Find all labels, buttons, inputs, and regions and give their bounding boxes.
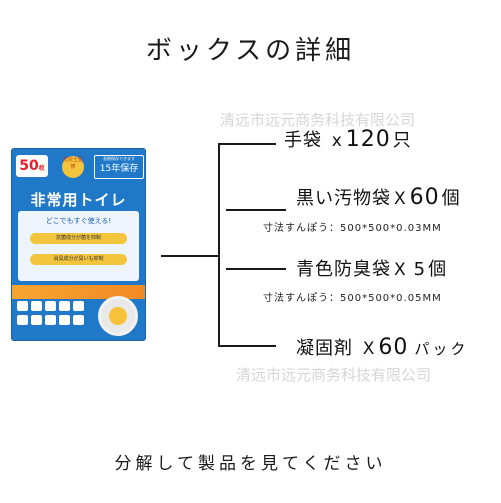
item-times: X — [394, 189, 407, 209]
connector-branch-3 — [226, 268, 286, 270]
office-icon — [73, 301, 84, 311]
spec-blue-bag: 寸法すんぽう：500*500*0.05MM — [263, 293, 442, 304]
hospital-icon — [59, 301, 70, 311]
child-icon — [59, 315, 70, 325]
footer-caption: 分解して製品を見てください — [114, 454, 387, 474]
slogan: どこでもすぐ使える! — [45, 217, 112, 225]
storage-small-text: 長期保存できます — [103, 156, 135, 161]
connector-vertical — [218, 143, 220, 346]
count-unit: 枚 — [38, 165, 45, 172]
toilet-bag-icon — [109, 307, 127, 325]
bus-icon — [31, 315, 42, 325]
item-name: 青色防臭袋 — [296, 259, 391, 280]
item-qty: 60 — [378, 335, 409, 360]
item-name: 手袋 — [284, 130, 322, 151]
feature-tag-deodorant: 消臭成分が臭いも抑制 — [30, 254, 127, 265]
item-qty: 60 — [409, 185, 440, 210]
item-qty: 120 — [345, 127, 391, 152]
item-qty: 5 — [413, 259, 427, 280]
product-box-image: 50枚 防災士監修 長期保存できます 15年保存 非常用トイレ どこでもすぐ使え… — [12, 149, 145, 340]
item-name: 凝固剤 — [296, 338, 353, 359]
tent-icon — [31, 301, 42, 311]
spec-black-bag: 寸法すんぽう：500*500*0.03MM — [263, 223, 442, 234]
connector-branch-1 — [218, 143, 276, 145]
product-name: 非常用トイレ — [30, 191, 127, 209]
item-name: 黒い汚物袋 — [296, 188, 391, 209]
orange-stripe — [12, 285, 145, 299]
watermark-bottom: 清远市远元商务科技有限公司 — [236, 366, 432, 384]
storage-badge: 長期保存できます 15年保存 — [94, 155, 144, 179]
toilet-icon — [98, 296, 138, 336]
page-title: ボックスの詳細 — [145, 36, 356, 66]
connector-branch-2 — [226, 209, 286, 211]
seal-badge: 防災士監修 — [62, 156, 84, 178]
pet-icon — [73, 315, 84, 325]
item-unit: 只 — [392, 130, 412, 151]
item-unit: 個 — [428, 259, 448, 280]
item-unit: 個 — [441, 188, 461, 209]
usage-icons — [17, 301, 99, 337]
item-times: X — [394, 260, 407, 280]
house-icon — [45, 301, 56, 311]
item-unit: パック — [414, 340, 469, 358]
count-value: 50 — [19, 158, 39, 174]
item-times: x — [331, 131, 343, 151]
car-icon — [17, 301, 28, 311]
watermark-top: 清远市远元商务科技有限公司 — [220, 111, 416, 129]
storage-main-text: 15年保存 — [99, 164, 139, 174]
connector-branch-4 — [218, 345, 276, 347]
connector-main — [161, 255, 219, 257]
person-icon — [17, 315, 28, 325]
item-times: X — [362, 339, 376, 359]
info-panel: どこでもすぐ使える! 抗菌成分が菌を抑制 消臭成分が臭いも抑制 — [18, 211, 139, 281]
elderly-icon — [45, 315, 56, 325]
count-badge: 50枚 — [16, 155, 48, 177]
feature-tag-antibacterial: 抗菌成分が菌を抑制 — [30, 233, 127, 244]
